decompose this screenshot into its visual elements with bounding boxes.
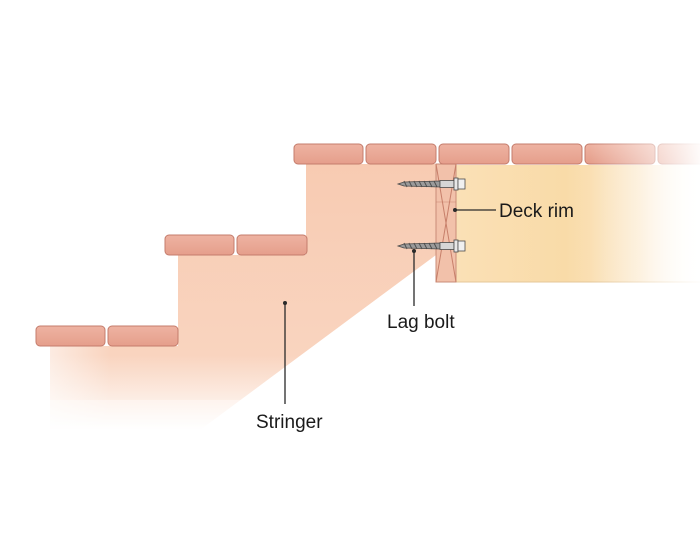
tread-board xyxy=(164,234,235,256)
tread-board xyxy=(107,325,179,347)
lag-bolt-icon xyxy=(396,239,466,253)
lag-bolt-label: Lag bolt xyxy=(387,312,455,333)
deck-rim-label: Deck rim xyxy=(499,201,574,222)
leader-deck-rim xyxy=(453,208,496,212)
leader-lag-bolt xyxy=(412,249,416,306)
deck-board xyxy=(365,143,437,165)
stringer xyxy=(50,164,436,430)
tread-board xyxy=(236,234,308,256)
leader-stringer xyxy=(283,301,287,404)
deck-right-fade xyxy=(456,140,700,286)
stringer-left-fade xyxy=(50,346,110,432)
stringer-label: Stringer xyxy=(256,412,323,433)
stringer-bottom-fade xyxy=(40,400,460,440)
deck-board xyxy=(293,143,364,165)
lag-bolt-icon xyxy=(396,177,466,191)
tread-board xyxy=(35,325,106,347)
